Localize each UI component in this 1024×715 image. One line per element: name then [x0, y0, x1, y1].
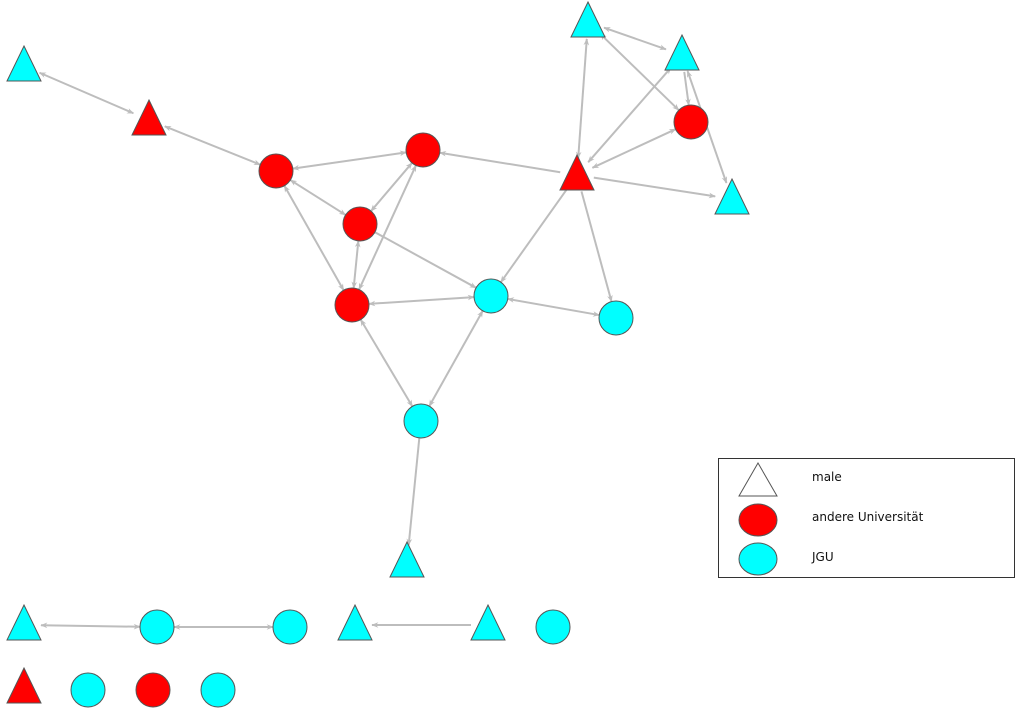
legend-label: male — [812, 470, 842, 484]
edge — [575, 38, 590, 159]
edge — [374, 231, 477, 289]
node-triangle-jgu — [470, 603, 506, 641]
edge — [593, 176, 716, 199]
node-triangle-jgu — [337, 603, 373, 641]
edge — [38, 71, 135, 115]
edge — [591, 128, 677, 169]
legend-item-andere: andere Universität — [719, 499, 1014, 539]
edge — [40, 622, 141, 630]
node-circle-jgu — [200, 672, 236, 708]
node-circle-andere — [342, 206, 378, 242]
nodes-layer — [6, 0, 750, 708]
legend-item-male: male — [719, 459, 1014, 499]
node-triangle-jgu — [6, 44, 42, 82]
edge — [164, 125, 261, 166]
node-circle-jgu — [139, 609, 175, 645]
edge — [283, 185, 345, 291]
node-triangle-andere — [131, 98, 167, 136]
edge — [368, 294, 475, 307]
node-circle-jgu — [535, 609, 571, 645]
red-circle-icon — [738, 503, 778, 537]
edge — [507, 297, 600, 317]
node-circle-jgu — [272, 609, 308, 645]
node-triangle-andere — [559, 153, 595, 191]
edge — [580, 191, 613, 303]
node-circle-jgu — [473, 278, 509, 314]
node-circle-andere — [334, 287, 370, 323]
edge — [359, 319, 414, 407]
legend-label: andere Universität — [812, 510, 924, 524]
edge — [599, 33, 680, 111]
legend-label: JGU — [812, 550, 834, 564]
node-triangle-andere — [6, 666, 42, 704]
node-triangle-jgu — [664, 33, 700, 71]
triangle-icon — [738, 461, 778, 497]
edge — [358, 164, 417, 291]
node-circle-andere — [258, 153, 294, 189]
node-triangle-jgu — [389, 540, 425, 578]
edge — [500, 188, 568, 283]
edge — [428, 310, 484, 407]
edge — [587, 67, 672, 163]
legend-item-jgu: JGU — [719, 539, 1014, 579]
node-circle-andere — [673, 104, 709, 140]
cyan-circle-icon — [738, 542, 778, 576]
legend: male andere Universität JGU — [718, 458, 1015, 578]
node-circle-jgu — [403, 403, 439, 439]
node-circle-jgu — [598, 300, 634, 336]
node-circle-andere — [135, 672, 171, 708]
edge — [351, 240, 361, 289]
edge — [439, 150, 561, 174]
node-triangle-jgu — [6, 603, 42, 641]
node-triangle-jgu — [570, 0, 606, 38]
edge — [292, 150, 407, 171]
node-circle-andere — [405, 132, 441, 168]
edge — [683, 71, 691, 106]
node-circle-jgu — [70, 672, 106, 708]
node-triangle-jgu — [714, 177, 750, 215]
edge — [406, 437, 421, 546]
